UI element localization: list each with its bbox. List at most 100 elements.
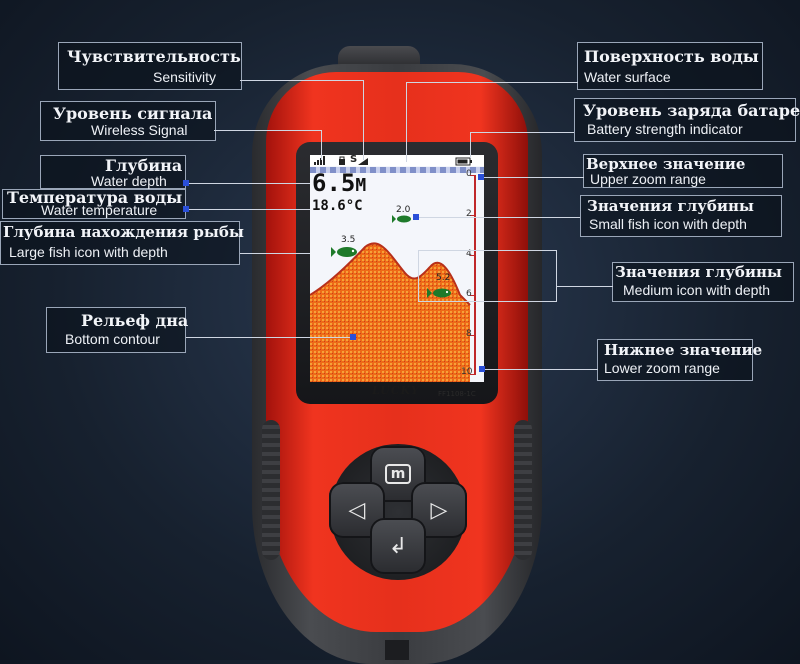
lock-icon (339, 156, 345, 165)
leader-line (416, 217, 580, 218)
large-fish-icon (331, 247, 357, 257)
callout-medium-fish: Значения глубины Medium icon with depth (612, 262, 794, 302)
callout-en: Small fish icon with depth (589, 216, 747, 232)
callout-en: Wireless Signal (91, 122, 188, 138)
leader-line (418, 250, 556, 251)
callout-marker (350, 334, 356, 340)
scale-tick (470, 255, 476, 256)
callout-large-fish: Глубина нахождения рыбы Large fish icon … (0, 221, 244, 265)
small-fish-depth: 2.0 (396, 205, 411, 215)
callout-depth: Глубина Water depth (40, 155, 186, 189)
callout-temperature: Температура воды Water temperature (2, 188, 186, 219)
scale-label: 4 (466, 249, 472, 259)
callout-ru: Уровень сигнала (53, 104, 213, 123)
callout-en: Bottom contour (65, 331, 160, 347)
water-surface-line (310, 167, 484, 173)
medium-fish-icon (427, 288, 451, 298)
callout-upper-zoom: Верхнее значение Upper zoom range (583, 154, 783, 188)
depth-value: 6.5 (312, 169, 356, 197)
left-grip (262, 420, 280, 560)
leader-line (418, 250, 419, 302)
callout-en: Water temperature (41, 202, 158, 218)
sensitivity-letter: S (350, 155, 358, 165)
brand-logo: LUCKY (370, 384, 421, 397)
right-grip (514, 420, 532, 560)
callout-sensitivity: Чувствительность Sensitivity (58, 42, 242, 90)
leader-line (482, 369, 598, 370)
enter-button[interactable]: ↲ (370, 518, 426, 574)
model-number: FF1108-1C (438, 390, 476, 398)
leader-line (363, 80, 364, 160)
callout-en: Sensitivity (153, 69, 217, 85)
depth-scale (474, 175, 476, 375)
callout-en: Battery strength indicator (587, 121, 743, 137)
leader-line (470, 132, 471, 158)
callout-marker (183, 206, 189, 212)
callout-ru: Значения глубины (615, 263, 782, 281)
scale-label: 8 (466, 329, 472, 339)
large-fish-depth: 3.5 (341, 235, 356, 245)
enter-icon: ↲ (388, 533, 408, 559)
left-arrow-icon: ◁ (348, 497, 366, 523)
callout-bottom: Рельеф дна Bottom contour (46, 307, 189, 353)
callout-ru: Рельеф дна (81, 311, 189, 330)
sensitivity-bar-icon (358, 158, 368, 165)
leader-line (470, 132, 574, 133)
leader-line (480, 177, 584, 178)
callout-lower-zoom: Нижнее значение Lower zoom range (597, 339, 762, 381)
callout-battery: Уровень заряда батареи Battery strength … (574, 98, 800, 142)
leader-line (321, 130, 322, 160)
scale-tick (470, 335, 476, 336)
battery-icon (455, 157, 472, 166)
leader-line (240, 253, 310, 254)
callout-ru: Глубина (105, 156, 183, 175)
scale-tick (470, 215, 476, 216)
callout-marker (183, 180, 189, 186)
callout-en: Lower zoom range (604, 360, 720, 376)
callout-ru: Поверхность воды (584, 47, 759, 66)
callout-marker (478, 174, 484, 180)
callout-ru: Глубина нахождения рыбы (3, 223, 244, 241)
depth-unit: M (355, 175, 367, 196)
leader-line (186, 209, 310, 210)
temperature-readout: 18.6°C (312, 198, 363, 214)
scale-tick (470, 175, 476, 176)
status-bar: S (310, 155, 484, 166)
callout-en: Water surface (584, 69, 671, 85)
callout-marker (479, 366, 485, 372)
leader-line (186, 337, 352, 338)
scale-label: 10 (461, 367, 473, 377)
leader-line (418, 301, 556, 302)
callout-ru: Чувствительность (67, 47, 241, 66)
transducer-cable (385, 640, 409, 660)
callout-marker (413, 214, 419, 220)
menu-icon: m (384, 464, 412, 484)
callout-en: Upper zoom range (590, 171, 706, 187)
scale-label: 2 (466, 209, 472, 219)
callout-wireless-signal: Уровень сигнала Wireless Signal (40, 101, 216, 141)
scale-tick (470, 295, 476, 296)
sonar-screen: S 6.5M 18.6°C 3.5 2.0 5.2 0 2 4 6 8 10 (310, 155, 484, 382)
leader-line (406, 82, 407, 162)
callout-ru: Уровень заряда батареи (583, 101, 800, 120)
bottom-contour-graphic (310, 215, 471, 382)
leader-line (214, 130, 322, 131)
medium-fish-depth: 5.2 (436, 273, 451, 283)
callout-en: Medium icon with depth (623, 282, 771, 298)
small-fish-icon (392, 215, 411, 223)
scale-label: 6 (466, 289, 472, 299)
leader-line (406, 82, 578, 83)
callout-ru: Нижнее значение (604, 341, 763, 359)
scale-tick (470, 374, 476, 375)
wireless-signal-icon (314, 156, 325, 165)
right-arrow-icon: ▷ (430, 497, 448, 523)
callout-water-surface: Поверхность воды Water surface (577, 42, 763, 90)
leader-line (557, 286, 613, 287)
leader-line (186, 183, 310, 184)
callout-small-fish: Значения глубины Small fish icon with de… (580, 195, 782, 237)
scale-label: 0 (466, 169, 472, 179)
callout-ru: Верхнее значение (586, 155, 746, 173)
callout-en: Water depth (91, 173, 167, 189)
depth-readout: 6.5M (312, 169, 366, 197)
callout-ru: Температура воды (7, 188, 183, 207)
